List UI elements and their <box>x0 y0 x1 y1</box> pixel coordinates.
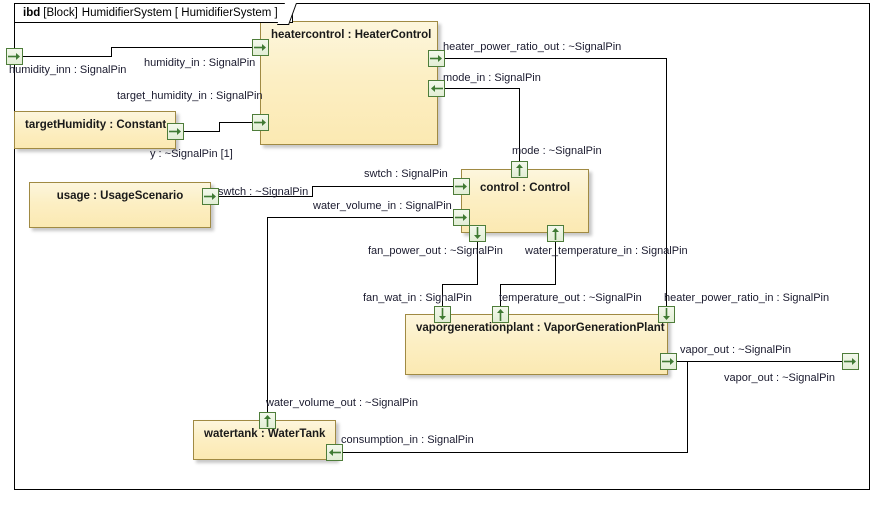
label-fan-wat-in: fan_wat_in : SignalPin <box>363 292 472 304</box>
connector-fan-segment2 <box>442 284 478 285</box>
port-water-temperature-in[interactable] <box>547 225 564 242</box>
label-humidity-inn: humidity_inn : SignalPin <box>9 64 127 76</box>
port-mode-out[interactable] <box>511 161 528 178</box>
connector-humidity-segment1 <box>22 56 112 57</box>
diagram-kind: ibd <box>23 7 41 19</box>
part-heatercontrol-label: heatercontrol : HeaterControl <box>271 29 432 41</box>
label-humidity-in: humidity_in : SignalPin <box>144 57 256 69</box>
connector-swtch-segment1 <box>218 196 313 197</box>
port-fan-wat-in[interactable] <box>434 306 451 323</box>
connector-consumption-segment1 <box>687 361 688 453</box>
diagram-frame <box>14 3 870 490</box>
label-vapor-out-system: vapor_out : ~SignalPin <box>724 372 835 384</box>
part-usage[interactable]: usage : UsageScenario <box>29 182 211 228</box>
arrow-right-icon <box>204 193 216 200</box>
connector-fan-segment1 <box>477 240 478 284</box>
connector-temperature-segment2 <box>500 284 556 285</box>
connector-temperature-segment3 <box>500 284 501 314</box>
port-heater-power-ratio-out[interactable] <box>428 50 445 67</box>
part-control-label: control : Control <box>480 182 571 194</box>
arrow-down-icon <box>439 308 446 320</box>
arrow-right-icon <box>844 358 856 365</box>
label-fan-power-out: fan_power_out : ~SignalPin <box>368 245 503 257</box>
port-water-volume-in[interactable] <box>453 209 470 226</box>
port-vapor-out-system[interactable] <box>842 353 859 370</box>
connector-humidity-segment3 <box>111 47 253 48</box>
arrow-up-icon <box>552 228 559 240</box>
port-vapor-out-plant[interactable] <box>660 353 677 370</box>
label-water-volume-out: water_volume_out : ~SignalPin <box>266 397 418 409</box>
port-y-out[interactable] <box>167 123 184 140</box>
connector-heater-power-segment1 <box>445 58 667 59</box>
arrow-right-icon <box>254 119 266 126</box>
label-temperature-out: temperature_out : ~SignalPin <box>499 292 642 304</box>
label-heater-power-ratio-out: heater_power_ratio_out : ~SignalPin <box>443 41 622 53</box>
label-water-volume-in: water_volume_in : SignalPin <box>313 200 452 212</box>
connector-humidity-segment2 <box>111 47 112 57</box>
port-water-volume-out[interactable] <box>259 412 276 429</box>
label-swtch-control-in: swtch : SignalPin <box>364 168 448 180</box>
connector-target-humidity-segment1 <box>176 131 220 132</box>
arrow-right-icon <box>169 128 181 135</box>
label-y-out: y : ~SignalPin [1] <box>150 148 233 160</box>
arrow-up-icon <box>497 309 504 321</box>
label-water-temperature-in: water_temperature_in : SignalPin <box>525 245 688 257</box>
arrow-up-icon <box>264 415 271 427</box>
port-swtch-in[interactable] <box>453 178 470 195</box>
port-target-humidity-in[interactable] <box>252 114 269 131</box>
connector-consumption-segment2 <box>343 452 688 453</box>
label-mode-out: mode : ~SignalPin <box>512 145 602 157</box>
connector-water-volume-segment2 <box>267 217 454 218</box>
connector-heater-power-segment2 <box>666 58 667 314</box>
connector-vapor-out <box>677 361 842 362</box>
part-watertank-label: watertank : WaterTank <box>204 428 326 440</box>
connector-temperature-segment1 <box>555 240 556 284</box>
diagram-view-name: [ HumidifierSystem ] <box>174 7 278 19</box>
label-target-humidity-in: target_humidity_in : SignalPin <box>117 90 263 102</box>
arrow-right-icon <box>254 44 266 51</box>
arrow-right-icon <box>430 55 442 62</box>
part-targethumidity-label: targetHumidity : Constant <box>25 119 167 131</box>
label-swtch-usage-out: swtch : ~SignalPin <box>218 186 309 198</box>
label-mode-in: mode_in : SignalPin <box>443 72 541 84</box>
part-vaporgenerationplant-label: vaporgenerationplant : VaporGenerationPl… <box>416 322 665 334</box>
port-fan-power-out[interactable] <box>469 225 486 242</box>
label-vapor-out-plant: vapor_out : ~SignalPin <box>680 344 791 356</box>
arrow-right-icon <box>662 358 674 365</box>
port-mode-in[interactable] <box>428 80 445 97</box>
part-usage-label: usage : UsageScenario <box>56 190 184 202</box>
connector-swtch-segment3 <box>312 186 454 187</box>
part-targethumidity[interactable]: targetHumidity : Constant <box>14 111 176 149</box>
connector-mode-segment1 <box>445 88 520 89</box>
port-heater-power-ratio-in[interactable] <box>658 306 675 323</box>
part-vaporgenerationplant[interactable]: vaporgenerationplant : VaporGenerationPl… <box>405 314 668 375</box>
arrow-right-icon <box>8 53 20 60</box>
port-humidity-inn[interactable] <box>6 48 23 65</box>
arrow-up-icon <box>516 164 523 176</box>
port-consumption-in[interactable] <box>326 444 343 461</box>
arrow-left-icon <box>329 449 341 456</box>
arrow-right-icon <box>455 214 467 221</box>
diagram-stereotype: [Block] <box>43 7 78 19</box>
arrow-left-icon <box>431 85 443 92</box>
part-heatercontrol[interactable]: heatercontrol : HeaterControl <box>260 21 438 145</box>
connector-water-volume-segment1 <box>267 217 268 424</box>
label-consumption-in: consumption_in : SignalPin <box>341 434 474 446</box>
connector-target-humidity-segment3 <box>219 122 254 123</box>
connector-mode-segment2 <box>519 88 520 170</box>
diagram-block-name: HumidifierSystem <box>81 7 172 19</box>
diagram-header-tab: ibd [Block] HumidifierSystem [ Humidifie… <box>14 3 297 25</box>
part-control[interactable]: control : Control <box>461 169 589 233</box>
arrow-down-icon <box>663 308 670 320</box>
port-temperature-out[interactable] <box>492 306 509 323</box>
arrow-down-icon <box>474 227 481 239</box>
connector-swtch-segment2 <box>312 186 313 197</box>
arrow-right-icon <box>455 183 467 190</box>
port-swtch-out[interactable] <box>202 188 219 205</box>
port-humidity-in[interactable] <box>252 39 269 56</box>
connector-target-humidity-segment2 <box>219 122 220 132</box>
label-heater-power-ratio-in: heater_power_ratio_in : SignalPin <box>664 292 830 304</box>
connector-fan-segment3 <box>442 284 443 314</box>
